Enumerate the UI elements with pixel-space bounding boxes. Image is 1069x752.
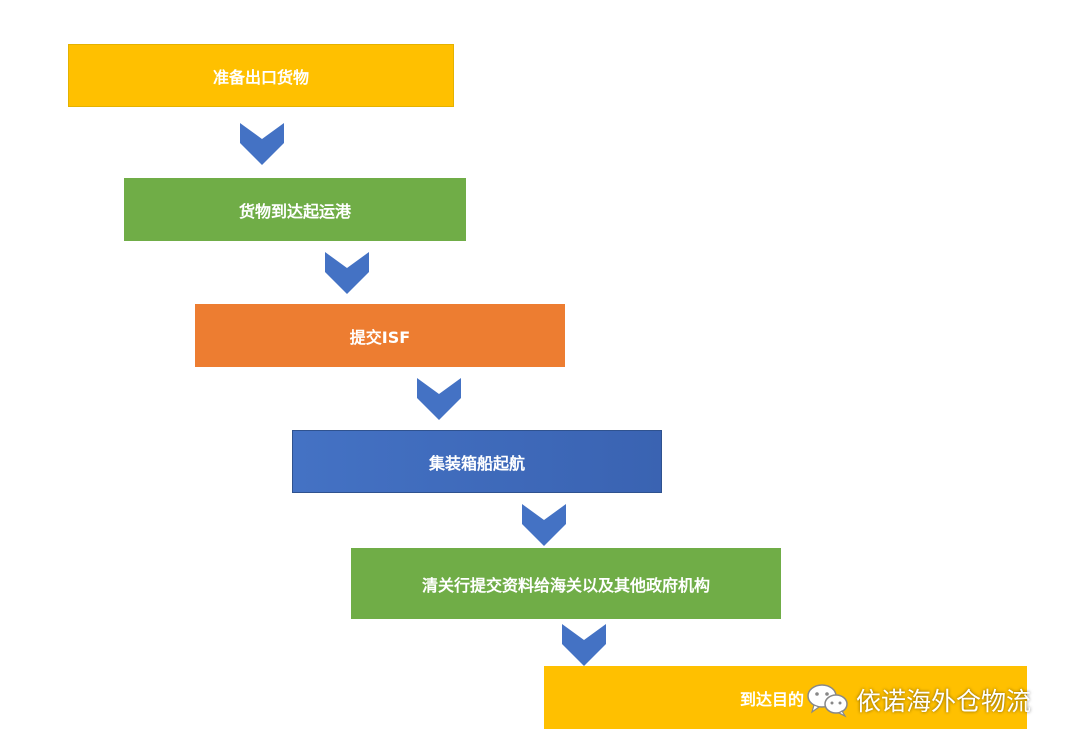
flow-step-goods-arrive-port: 货物到达起运港 — [124, 178, 466, 241]
chevron-down-icon — [240, 123, 284, 165]
flow-step-label: 到达目的 — [740, 689, 805, 709]
watermark: 依诺海外仓物流 — [806, 682, 1031, 718]
flow-step-label: 提交ISF — [349, 327, 411, 347]
flow-step-label: 准备出口货物 — [212, 67, 309, 87]
chevron-down-icon — [562, 624, 606, 666]
flow-step-label: 清关行提交资料给海关以及其他政府机构 — [421, 575, 710, 595]
chevron-down-icon — [417, 378, 461, 420]
flow-step-customs-broker-submits: 清关行提交资料给海关以及其他政府机构 — [351, 548, 781, 619]
flow-step-vessel-departs: 集装箱船起航 — [292, 430, 662, 493]
watermark-text: 依诺海外仓物流 — [856, 687, 1032, 716]
flow-step-submit-isf: 提交ISF — [195, 304, 565, 367]
chevron-down-icon — [522, 504, 566, 546]
wechat-icon — [806, 682, 850, 718]
flow-step-label: 货物到达起运港 — [238, 201, 351, 221]
chevron-down-icon — [325, 252, 369, 294]
flow-step-prepare-export-goods: 准备出口货物 — [68, 44, 454, 107]
flow-step-label: 集装箱船起航 — [428, 453, 525, 473]
flow-step-arrive-destination: 到达目的 — [544, 666, 1027, 729]
